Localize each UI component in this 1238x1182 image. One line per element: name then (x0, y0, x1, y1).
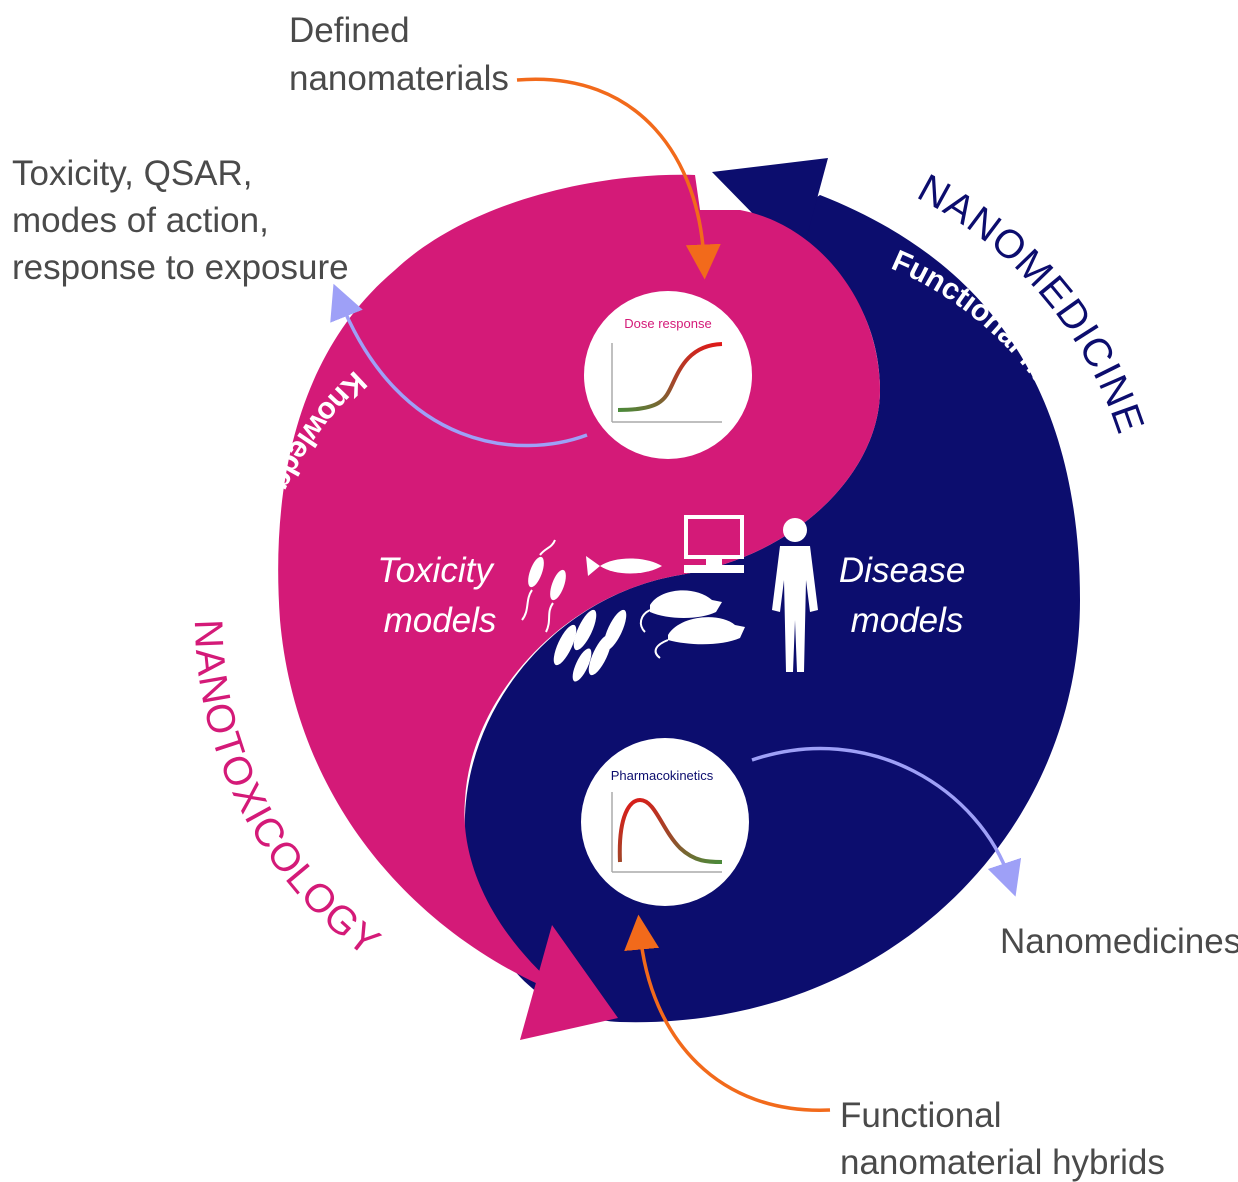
dose-response-title: Dose response (624, 316, 711, 331)
arrow-toxicity-outcomes (330, 283, 588, 448)
fish-icon (586, 556, 662, 576)
pharmacokinetics-title: Pharmacokinetics (611, 768, 714, 783)
nanomedicines-label: Nanomedicines (1000, 922, 1238, 961)
mice-icon (639, 590, 745, 659)
pharmacokinetics-chart: Pharmacokinetics (581, 738, 749, 906)
toxicity-outcomes-label: Toxicity, QSAR, modes of action, respons… (12, 154, 349, 287)
bacteria-icon (521, 539, 566, 633)
functional-hybrids-input-label: Functional nanomaterial hybrids (840, 1096, 1165, 1182)
computer-icon (684, 515, 744, 573)
disease-models-label: Disease models (839, 551, 975, 640)
magenta-arrowhead (520, 925, 618, 1040)
defined-nanomaterials-label: Defined nanomaterials (289, 11, 509, 98)
toxicity-models-label: Toxicity models (377, 551, 502, 640)
arrow-functional-hybrids (624, 914, 831, 1112)
cells-icon (553, 609, 627, 682)
human-icon (772, 518, 818, 672)
arrow-nanomedicines (751, 746, 1022, 897)
dose-response-chart: Dose response (584, 291, 752, 459)
arrow-defined-nanomaterials (516, 77, 721, 280)
